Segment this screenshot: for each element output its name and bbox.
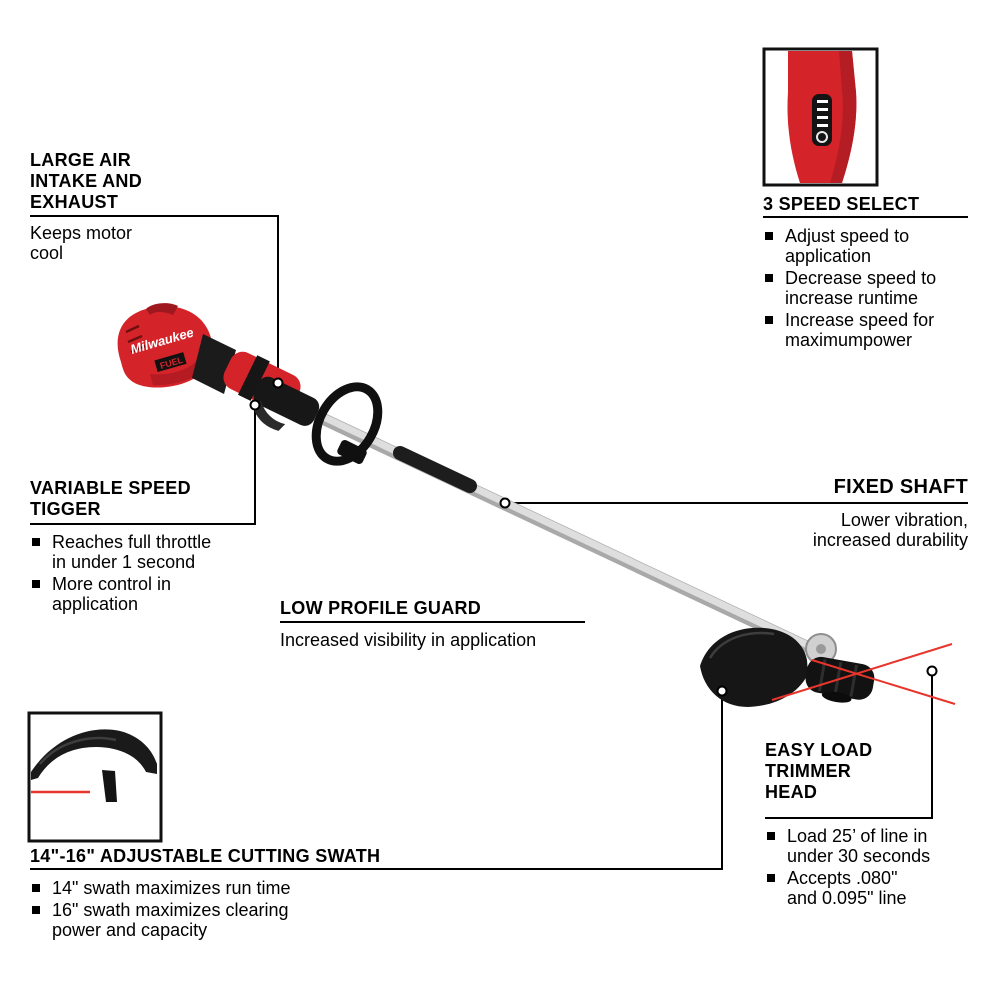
shaft-grip — [393, 446, 477, 493]
callout-marker — [249, 399, 261, 411]
bullet-item: Increase speed for maximumpower — [763, 310, 963, 350]
callout-marker — [926, 665, 938, 677]
large-air-callout-line — [30, 215, 279, 380]
callout-lines — [30, 215, 968, 870]
variable-speed-callout-line — [30, 408, 256, 525]
variable-speed-bullets: Reaches full throttle in under 1 second … — [30, 532, 240, 616]
bullet-item: Reaches full throttle in under 1 second — [30, 532, 240, 572]
guard-foot — [102, 770, 117, 802]
inset-border — [27, 711, 163, 843]
speed-select-bullets: Adjust speed to application Decrease spe… — [763, 226, 963, 352]
variable-speed-title: VARIABLE SPEED TIGGER — [30, 478, 191, 519]
cutting-swath-callout-line — [30, 694, 723, 870]
exhaust-vents — [125, 324, 146, 354]
callout-marker — [499, 497, 511, 509]
fixed-shaft-title: FIXED SHAFT — [833, 476, 968, 498]
easy-load-callout-line — [765, 674, 933, 819]
bullet-item: Decrease speed to increase runtime — [763, 268, 963, 308]
cutting-swath-inset — [27, 711, 163, 843]
loop-handle — [311, 382, 383, 466]
bullet-item: 14" swath maximizes run time — [30, 878, 370, 898]
speed-select-inset — [762, 47, 879, 187]
inset-border — [762, 47, 879, 187]
air-intake-vent — [146, 303, 178, 315]
low-profile-title: LOW PROFILE GUARD — [280, 598, 482, 618]
low-profile-body: Increased visibility in application — [280, 630, 537, 650]
bullet-item: Adjust speed to application — [763, 226, 963, 266]
large-air-body: Keeps motor cool — [30, 223, 133, 263]
callout-marker — [272, 377, 284, 389]
cutting-string-lines — [771, 643, 956, 705]
easy-load-bullets: Load 25’ of line in under 30 seconds Acc… — [765, 826, 965, 910]
cutting-swath-title: 14"-16" ADJUSTABLE CUTTING SWATH — [30, 846, 381, 866]
large-air-title: LARGE AIR INTAKE AND EXHAUST — [30, 150, 142, 212]
speed-select-buttons — [812, 94, 832, 146]
bullet-item: Accepts .080" and 0.095" line — [765, 868, 965, 908]
trimmer-head-assembly — [700, 627, 956, 707]
trigger-housing — [251, 376, 320, 431]
cutting-swath-bullets: 14" swath maximizes run time 16" swath m… — [30, 878, 370, 942]
bullet-item: Load 25’ of line in under 30 seconds — [765, 826, 965, 866]
motor-housing: Milwaukee FUEL — [117, 303, 320, 431]
low-profile-guard — [700, 627, 808, 707]
bullet-item: 16" swath maximizes clearing power and c… — [30, 900, 370, 940]
easy-load-title: EASY LOAD TRIMMER HEAD — [765, 740, 873, 802]
trigger — [251, 401, 286, 431]
fixed-shaft-body: Lower vibration, increased durability — [812, 510, 968, 550]
callout-marker — [716, 685, 728, 697]
trimmer-product: Milwaukee FUEL — [117, 303, 956, 707]
trimmer-shaft — [292, 401, 820, 656]
bullet-item: More control in application — [30, 574, 240, 614]
speed-select-title: 3 SPEED SELECT — [763, 194, 920, 214]
trimmer-spool — [805, 656, 875, 703]
